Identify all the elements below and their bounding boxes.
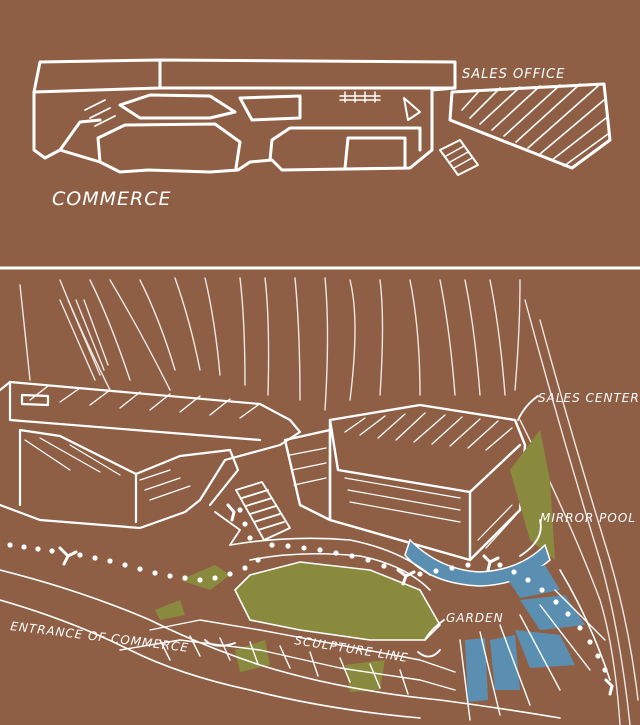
- terrain-hatching: [19, 277, 639, 725]
- sales-office-plan: [439, 82, 612, 176]
- commerce-label: COMMERCE: [52, 188, 172, 210]
- leader-lines: [204, 395, 542, 658]
- garden-label: GARDEN: [446, 611, 504, 625]
- commerce-building-3d: [0, 380, 302, 530]
- walking-routes: [7, 507, 608, 673]
- sales-center-label: SALES CENTER: [538, 391, 640, 405]
- plaza-stripes: [119, 589, 606, 721]
- stair-3d: [214, 481, 291, 546]
- entrance-label: ENTRANCE OF COMMERCE: [10, 619, 190, 655]
- commerce-plan: [32, 58, 457, 174]
- mirror-pool-label: MIRROR POOL: [540, 511, 636, 525]
- sales-office-label: SALES OFFICE: [462, 67, 565, 82]
- sales-center-building: [283, 403, 527, 562]
- sculpture-markers: [58, 503, 614, 696]
